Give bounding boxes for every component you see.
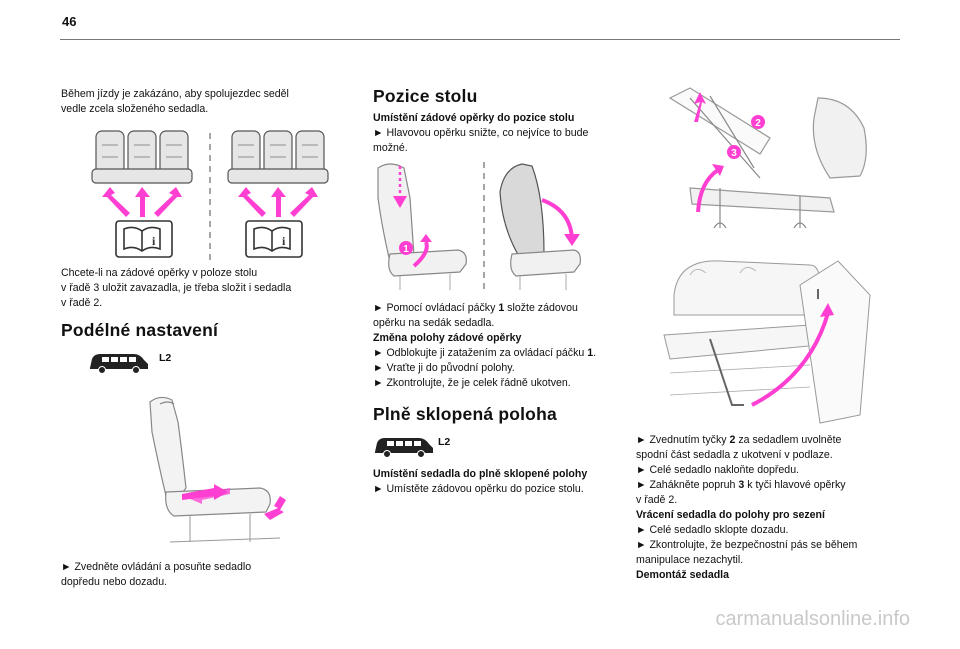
seat-row-right bbox=[227, 130, 329, 184]
svg-text:1: 1 bbox=[403, 244, 409, 255]
seat-row-left bbox=[91, 130, 193, 184]
table-steps: Pomocí ovládací páčky 1 složte zádovou o… bbox=[373, 301, 635, 391]
section-title-fully-folded: Plně sklopená poloha bbox=[373, 404, 557, 424]
watermark: carmanualsonline.info bbox=[715, 608, 910, 630]
seat-strap-illustration bbox=[663, 260, 871, 424]
seat-upright bbox=[377, 163, 467, 277]
step-tilt-forward: Celé sedadlo nakloňte dopředu. bbox=[636, 463, 906, 478]
arrow-icons bbox=[102, 187, 318, 217]
step-hook-strap-suffix: k tyči hlavové opěrky bbox=[744, 479, 846, 491]
down-arrow-icon bbox=[393, 196, 407, 208]
step-lift-bar-suffix: za sedadlem uvolněte bbox=[735, 434, 842, 446]
lever-arrow-icon bbox=[264, 496, 286, 520]
step-lower-headrest: Hlavovou opěrku snižte, co nejvíce to bu… bbox=[373, 126, 633, 141]
strap bbox=[709, 289, 819, 406]
svg-text:i: i bbox=[282, 234, 286, 248]
callout-1: 1 bbox=[399, 241, 413, 255]
subhead-return-seat: Vrácení sedadla do polohy pro sezení bbox=[636, 509, 825, 521]
armrest-line: v řadě 2. bbox=[61, 297, 103, 309]
book-icon bbox=[115, 220, 173, 258]
bar-number: 2 bbox=[729, 434, 736, 446]
subhead-change-position: Změna polohy zádové opěrky bbox=[373, 332, 522, 344]
table-position-illustration: 1 bbox=[377, 162, 581, 290]
page-number: 46 bbox=[62, 14, 77, 29]
subhead-table-position: Umístění zádové opěrky do pozice stolu bbox=[373, 112, 575, 124]
callout-2: 2 bbox=[751, 115, 765, 129]
step-fold-backrest: Pomocí ovládací páčky bbox=[373, 302, 498, 314]
step-check-belt-cont: manipulace nezachytil. bbox=[636, 554, 744, 566]
section-title-table: Pozice stolu bbox=[373, 86, 478, 106]
intro-line: Během jízdy je zakázáno, aby spolujezdec… bbox=[61, 88, 289, 100]
top-rule bbox=[60, 39, 900, 40]
subhead-fully-folded: Umístění sedadla do plně sklopené polohy bbox=[373, 468, 588, 480]
vehicle-label-l2: L2 bbox=[438, 436, 451, 448]
seat-tumble-illustration: 2 3 bbox=[668, 87, 867, 229]
intro-text: Během jízdy je zakázáno, aby spolujezdec… bbox=[61, 87, 351, 117]
step-fold-cont: opěrku na sedák sedadla. bbox=[373, 317, 495, 329]
seat-warning-illustration: i i bbox=[91, 130, 329, 260]
van-icon bbox=[90, 354, 148, 374]
callout-3: 3 bbox=[727, 145, 741, 159]
tumble-steps: Zvednutím tyčky 2 za sedadlem uvolněte s… bbox=[636, 433, 906, 583]
step-check-belt: Zkontrolujte, že bezpečnostní pás se běh… bbox=[636, 538, 906, 553]
tilt-arrow-icon bbox=[696, 168, 720, 213]
lever-number: 1 bbox=[498, 302, 505, 314]
armrest-note: Chcete-li na zádové opěrky v poloze stol… bbox=[61, 266, 356, 311]
step-unlock-suffix: . bbox=[593, 347, 597, 359]
step-lift-bar: Zvednutím tyčky bbox=[636, 434, 730, 446]
table-position-block: Umístění zádové opěrky do pozice stolu H… bbox=[373, 111, 633, 156]
subhead-remove-seat: Demontáž sedadla bbox=[636, 569, 730, 581]
book-icon bbox=[245, 220, 303, 258]
strap-arrow-icon bbox=[751, 312, 830, 407]
lever-number: 1 bbox=[587, 347, 594, 359]
step-hook-strap-cont: v řadě 2. bbox=[636, 494, 678, 506]
seat-folded bbox=[499, 163, 581, 277]
fold-arrow-icon bbox=[541, 198, 574, 239]
step-hook-strap: Zahákněte popruh bbox=[636, 479, 738, 491]
armrest-line: v řadě 3 uložit zavazadla, je třeba slož… bbox=[61, 282, 292, 294]
van-icon bbox=[375, 438, 433, 458]
step-fold-back: Celé sedadlo sklopte dozadu. bbox=[636, 523, 906, 538]
slide-arrow-icon bbox=[182, 484, 230, 504]
fully-folded-block: Umístění sedadla do plně sklopené polohy… bbox=[373, 467, 635, 497]
step-lift-bar-cont: spodní část sedadla z ukotvení v podlaze… bbox=[636, 449, 833, 461]
svg-text:2: 2 bbox=[755, 118, 761, 129]
adjust-instruction: Zvedněte ovládání a posuňte sedadlo dopř… bbox=[61, 560, 351, 590]
section-title-longitudinal: Podélné nastavení bbox=[61, 320, 219, 340]
adjust-line: Zvedněte ovládání a posuňte sedadlo bbox=[61, 560, 351, 575]
intro-line: vedle zcela složeného sedadla. bbox=[61, 103, 209, 115]
seat-slide-illustration bbox=[149, 396, 286, 543]
step-lower-headrest-cont: možné. bbox=[373, 142, 408, 154]
strap-number: 3 bbox=[738, 479, 745, 491]
step-return: Vraťte ji do původní polohy. bbox=[373, 361, 635, 376]
lift-arrow-icon bbox=[694, 92, 706, 122]
svg-text:3: 3 bbox=[731, 148, 737, 159]
step-fold-suffix: složte zádovou bbox=[504, 302, 578, 314]
adjust-line: dopředu nebo dozadu. bbox=[61, 576, 168, 588]
vehicle-label-l2: L2 bbox=[159, 352, 172, 364]
interior-seats bbox=[663, 260, 871, 424]
step-unlock: Odblokujte ji zatažením za ovládací páčk… bbox=[373, 347, 587, 359]
svg-text:i: i bbox=[152, 234, 156, 248]
step-check-anchor: Zkontrolujte, že je celek řádně ukotven. bbox=[373, 376, 635, 391]
step-table-position: Umístěte zádovou opěrku do pozice stolu. bbox=[373, 482, 635, 497]
armrest-line: Chcete-li na zádové opěrky v poloze stol… bbox=[61, 267, 258, 279]
